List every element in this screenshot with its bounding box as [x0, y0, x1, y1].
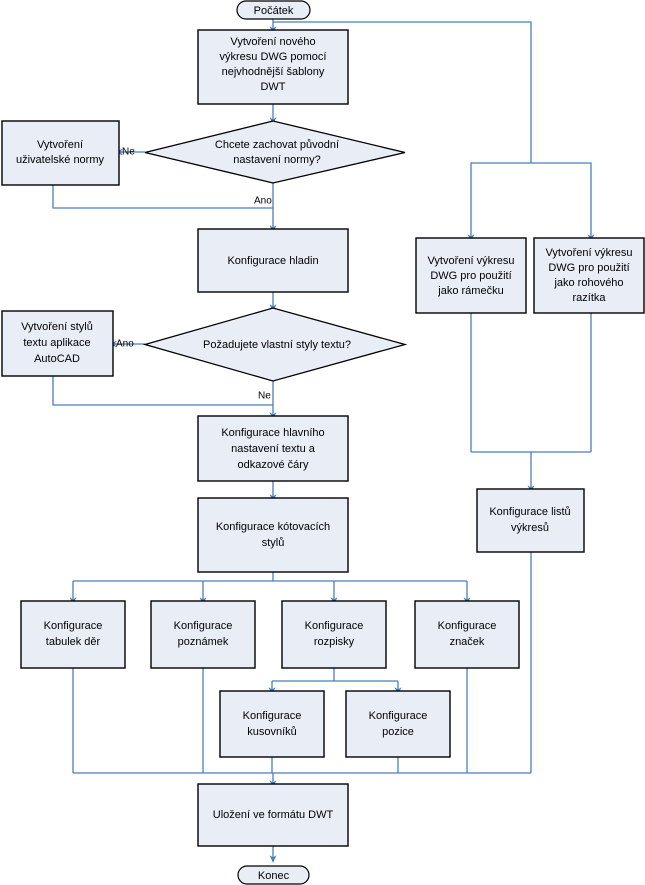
edge-label-text-styles-yes: Ano	[116, 339, 134, 350]
node-dim-styles[interactable]: Konfigurace kótovacích stylů	[197, 497, 349, 573]
text-styles-question-label-line1: Požadujete vlastní styly textu?	[203, 339, 351, 351]
create-dwg-shape	[197, 29, 349, 105]
text-styles-question-shape	[142, 307, 408, 382]
keep-standard-shape	[144, 120, 406, 184]
sheets-cfg-label-line1: Konfigurace listů	[489, 506, 570, 518]
edge-label-text-styles-no: Ne	[258, 391, 271, 402]
node-bom[interactable]: Konfigurace kusovníků	[219, 690, 325, 758]
create-dwg-label-line1: Vytvoření nového	[230, 36, 315, 48]
user-standard-label-line1: Vytvoření	[37, 139, 83, 151]
node-sheets-cfg[interactable]: Konfigurace listů výkresů	[476, 488, 585, 553]
node-save-dwt[interactable]: Uložení ve formátu DWT	[197, 783, 349, 847]
border-dwg-shape	[415, 237, 527, 314]
node-acad-text-styles[interactable]: Vytvoření stylů textu aplikace AutoCAD	[1, 310, 114, 377]
end-terminator-shape	[237, 865, 310, 885]
titleblock-dwg-shape	[533, 237, 645, 314]
node-notes[interactable]: Konfigurace poznámek	[150, 600, 256, 669]
edges-layer	[52, 19, 595, 864]
edge-labels-layer: Ne Ano Ano Ne	[116, 147, 272, 402]
user-standard-label-line2: uživatelské normy	[16, 154, 105, 166]
balloons-label-line1: Konfigurace	[369, 710, 428, 722]
edge-right-split-to-titleblock	[531, 162, 595, 243]
node-layers[interactable]: Konfigurace hladin	[197, 228, 349, 293]
node-main-text-cfg[interactable]: Konfigurace hlavního nastavení textu a o…	[197, 415, 349, 482]
node-user-standard[interactable]: Vytvoření uživatelské normy	[1, 120, 120, 186]
hole-tables-label-line2: tabulek děr	[46, 636, 101, 648]
start-terminator-shape	[236, 0, 311, 20]
acad-text-styles-label-line3: AutoCAD	[34, 353, 80, 365]
balloons-label-line2: pozice	[382, 726, 414, 738]
edge-start-to-right-branch	[273, 21, 532, 163]
create-dwg-label-line3: nejvhodnější šablony	[222, 66, 325, 78]
node-hole-tables[interactable]: Konfigurace tabulek děr	[20, 600, 126, 669]
node-border-dwg[interactable]: Vytvoření výkresu DWG pro použití jako r…	[415, 237, 527, 314]
bom-label-line1: Konfigurace	[243, 710, 302, 722]
acad-text-styles-label-line2: textu aplikace	[23, 337, 90, 349]
titleblock-dwg-label-line2: DWG pro použití	[548, 262, 629, 274]
notes-label-line1: Konfigurace	[174, 620, 233, 632]
acad-text-styles-label-line1: Vytvoření stylů	[21, 321, 93, 333]
border-dwg-label-line1: Vytvoření výkresu	[427, 255, 514, 267]
bom-label-line2: kusovníků	[247, 726, 297, 738]
node-keep-standard[interactable]: Chcete zachovat původní nastavení normy?	[144, 120, 406, 184]
main-text-cfg-label-line2: nastavení textu a	[231, 443, 316, 455]
schedule-label-line1: Konfigurace	[305, 620, 364, 632]
edge-acad-to-main	[52, 376, 273, 406]
edge-label-keep-standard-yes: Ano	[254, 196, 272, 207]
keep-standard-label-line1: Chcete zachovat původní	[215, 139, 339, 151]
symbols-label-line1: Konfigurace	[438, 620, 497, 632]
keep-standard-label-line2: nastavení normy?	[233, 154, 320, 166]
save-dwt-label-line1: Uložení ve formátu DWT	[213, 809, 334, 821]
edge-label-keep-standard-no: Ne	[122, 147, 135, 158]
main-text-cfg-shape	[197, 415, 349, 482]
titleblock-dwg-label-line3: jako rohového	[553, 277, 623, 289]
sheets-cfg-shape	[476, 488, 585, 553]
balloons-shape	[345, 690, 451, 758]
node-create-dwg[interactable]: Vytvoření nového výkresu DWG pomocí nejv…	[197, 29, 349, 105]
main-text-cfg-label-line1: Konfigurace hlavního	[221, 427, 324, 439]
node-start[interactable]: Počátek	[236, 0, 311, 20]
sheets-cfg-label-line2: výkresů	[511, 522, 549, 534]
create-dwg-label-line4: DWT	[260, 81, 285, 93]
schedule-label-line2: rozpisky	[314, 636, 355, 648]
node-text-styles-question[interactable]: Požadujete vlastní styly textu?	[142, 307, 408, 382]
save-dwt-shape	[197, 783, 349, 847]
symbols-shape	[414, 600, 520, 669]
acad-text-styles-shape	[1, 310, 114, 377]
main-text-cfg-label-line3: odkazové čáry	[238, 459, 309, 471]
node-titleblock-dwg[interactable]: Vytvoření výkresu DWG pro použití jako r…	[533, 237, 645, 314]
border-dwg-label-line2: DWG pro použití	[430, 270, 511, 282]
border-dwg-label-line3: jako rámečku	[437, 285, 503, 297]
hole-tables-label-line1: Konfigurace	[44, 620, 103, 632]
node-symbols[interactable]: Konfigurace značek	[414, 600, 520, 669]
edge-right-split-to-border	[467, 162, 531, 243]
symbols-label-line2: značek	[450, 636, 485, 648]
node-end[interactable]: Konec	[237, 865, 310, 885]
end-label: Konec	[258, 870, 290, 882]
dim-styles-shape	[197, 497, 349, 573]
dim-styles-label-line1: Konfigurace kótovacích	[216, 521, 330, 533]
user-standard-shape	[1, 120, 120, 186]
create-dwg-label-line2: výkresu DWG pomocí	[220, 51, 327, 63]
layers-shape	[197, 228, 349, 293]
edge-user-standard-to-main	[52, 185, 273, 209]
titleblock-dwg-label-line4: razítka	[572, 292, 606, 304]
titleblock-dwg-label-line1: Vytvoření výkresu	[545, 247, 632, 259]
notes-shape	[150, 600, 256, 669]
bom-shape	[219, 690, 325, 758]
schedule-shape	[281, 600, 387, 669]
notes-label-line2: poznámek	[178, 636, 229, 648]
node-schedule[interactable]: Konfigurace rozpisky	[281, 600, 387, 669]
layers-label-line1: Konfigurace hladin	[227, 255, 318, 267]
dim-styles-label-line2: stylů	[262, 537, 285, 549]
node-balloons[interactable]: Konfigurace pozice	[345, 690, 451, 758]
start-label: Počátek	[254, 5, 294, 17]
hole-tables-shape	[20, 600, 126, 669]
